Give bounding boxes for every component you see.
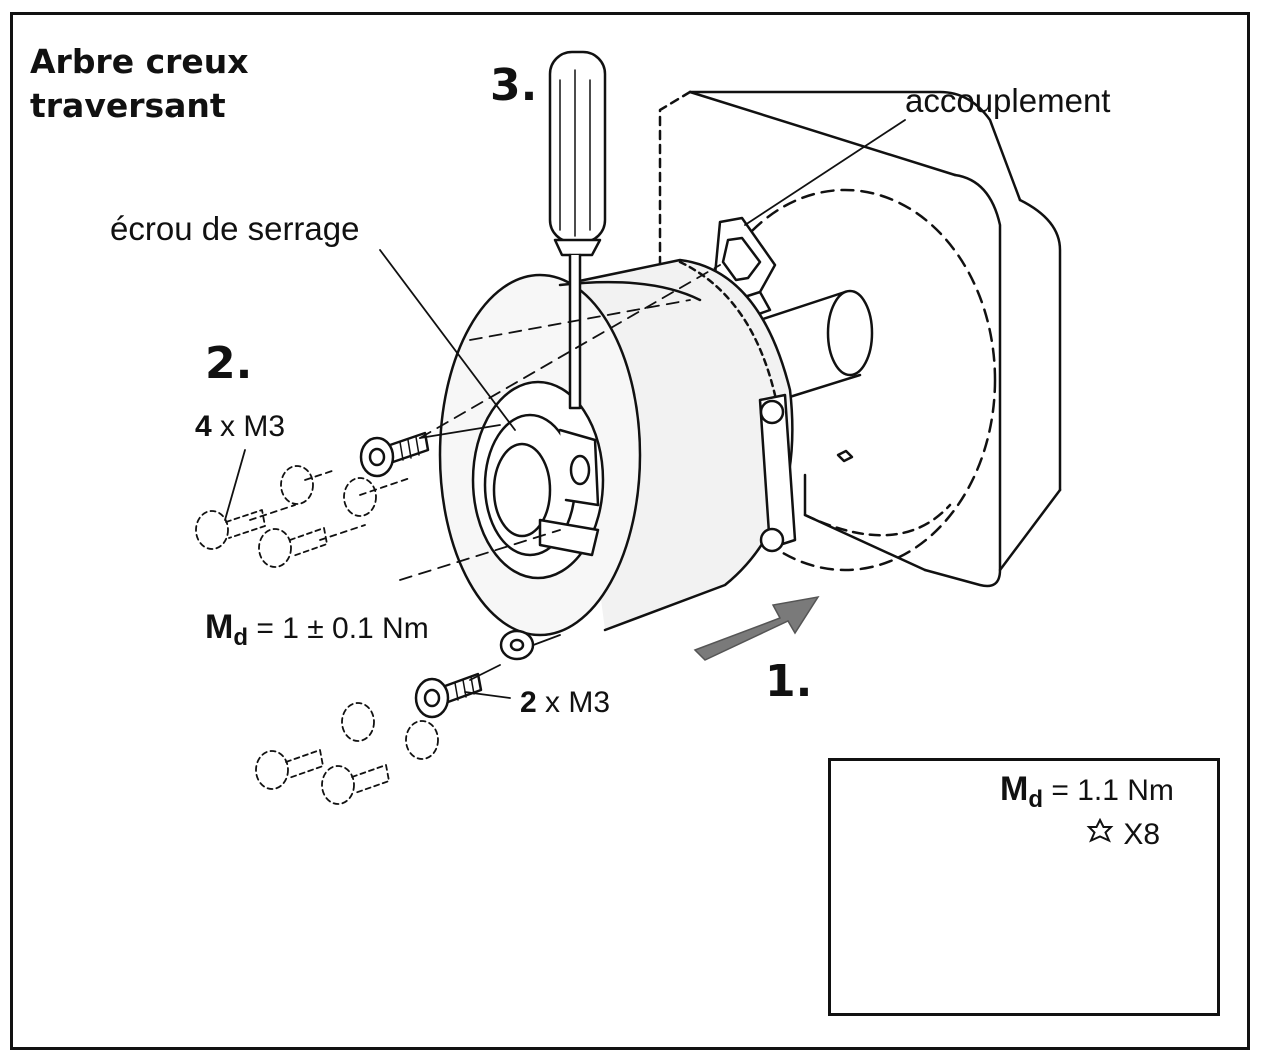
top-screws-spec: 4 x M3: [195, 412, 285, 442]
inset-tool-spec: X8: [1085, 817, 1161, 851]
step-1-label: 1.: [765, 656, 813, 707]
side-clamp: [758, 393, 797, 553]
clamp-nut-label: écrou de serrage: [110, 210, 360, 247]
inset-tool-size: X8: [1123, 818, 1161, 851]
coupling-label: accouplement: [905, 82, 1111, 119]
diagram-title: Arbre creux traversant: [30, 42, 249, 125]
top-screws-count: 4: [195, 410, 212, 443]
top-screws: [195, 431, 430, 568]
step-2-label: 2.: [205, 338, 253, 389]
step-3-label: 3.: [490, 60, 538, 111]
main-torque-spec: Md = 1 ± 0.1 Nm: [205, 608, 429, 650]
inset-torque-symbol: M: [1000, 770, 1029, 808]
bottom-screws-size: x M3: [545, 686, 611, 719]
encoder-body: [438, 258, 794, 637]
top-screws-size: x M3: [220, 410, 286, 443]
inset-detail: [828, 758, 1220, 1016]
main-torque-subscript: d: [233, 624, 248, 651]
hollow-shaft: [758, 289, 874, 402]
inset-torque-spec: Md = 1.1 Nm: [1000, 770, 1174, 812]
mounting-arrow: [693, 595, 820, 661]
bottom-screws: [255, 629, 535, 805]
screwdriver: [548, 50, 607, 410]
bottom-screws-spec: 2 x M3: [520, 688, 610, 718]
inset-torque-value: = 1.1 Nm: [1051, 774, 1174, 807]
inset-torque-subscript: d: [1028, 786, 1043, 813]
leader-lines: [224, 119, 906, 699]
main-torque-value: = 1 ± 0.1 Nm: [256, 612, 429, 645]
main-torque-symbol: M: [205, 608, 234, 646]
torx-star-icon: [1085, 817, 1115, 848]
motor-flange: [658, 90, 1062, 588]
bottom-screws-count: 2: [520, 686, 537, 719]
